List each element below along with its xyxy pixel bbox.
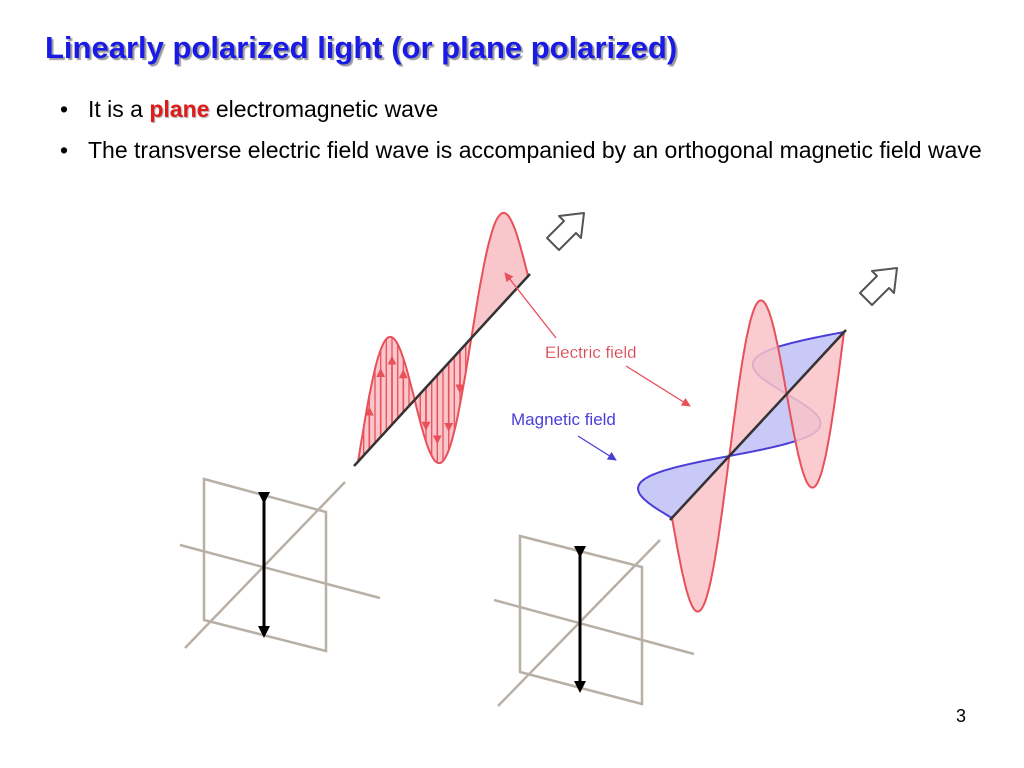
electric-field-pointer (504, 272, 557, 339)
page-number: 3 (955, 706, 966, 726)
electric-field-label: Electric field (545, 343, 637, 362)
bullet-item-plane-wave: It is a plane electromagnetic wave (60, 94, 990, 125)
right-em-wave (636, 299, 847, 613)
electric-field-wave (670, 299, 846, 613)
left-propagation-axis (353, 273, 531, 467)
propagation-arrow-icon (546, 212, 585, 251)
bullet-list: It is a plane electromagnetic wave The t… (60, 94, 990, 176)
magnetic-field-pointer (577, 435, 617, 461)
magnetic-field-label: Magnetic field (511, 410, 616, 429)
highlight-word: plane (149, 96, 210, 122)
bullet-text-before: It is a (88, 96, 150, 122)
right-propagation-axis (669, 329, 847, 521)
left-polarizer-frame (179, 477, 381, 653)
bullet-item-orthogonal-fields: The transverse electric field wave is ac… (60, 135, 990, 166)
slide-title: Linearly polarized light (or plane polar… (45, 30, 678, 65)
right-polarizer-frame (493, 534, 695, 707)
electric-field-pointer (625, 365, 691, 407)
left-electric-wave (353, 211, 531, 467)
propagation-arrow-icon (859, 267, 898, 306)
bullet-text-after: electromagnetic wave (209, 96, 439, 122)
